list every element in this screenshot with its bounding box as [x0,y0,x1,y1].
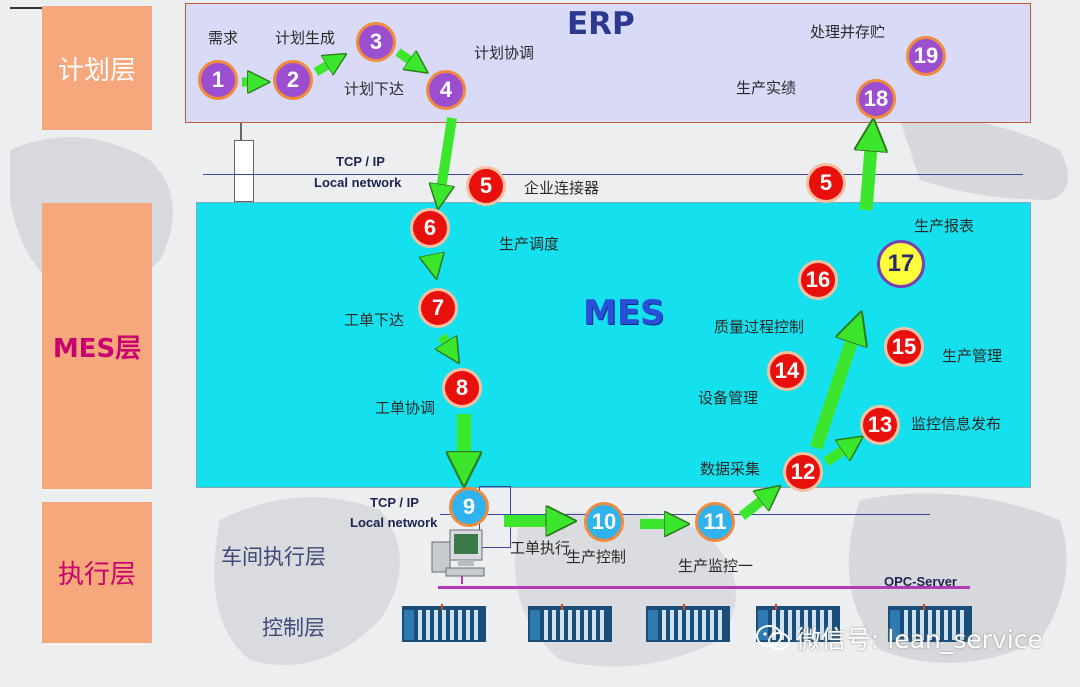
plc-rack-icon-2 [528,604,612,642]
step-node-3: 3 [356,22,396,62]
label-production-actual: 生产实绩 [736,79,797,97]
step-node-2: 2 [273,60,313,100]
label-monitor-publish: 监控信息发布 [911,415,1002,433]
step-node-1: 1 [198,60,238,100]
layer-label-plan: 计划层 [42,6,152,130]
step-node-19: 19 [906,36,946,76]
erp-connector-box [234,140,254,202]
label-work-order-dispatch: 工单下达 [344,311,405,329]
label-production-management: 生产管理 [942,347,1003,365]
watermark-text: 微信号: lean_service [796,625,1043,654]
erp-connector-post [240,123,242,143]
step-node-8: 8 [442,368,482,408]
plc-rack-icon-5 [888,604,972,642]
step-node-9: 9 [449,487,489,527]
label-plan-dispatch: 计划下达 [344,80,405,98]
plc-rack-icon-1 [402,604,486,642]
label-enterprise-connector: 企业连接器 [524,179,600,197]
step-node-6: 6 [410,208,450,248]
top-network-line [203,174,1023,175]
label-plan-coordinate: 计划协调 [474,44,535,62]
step-node-12: 12 [783,452,823,492]
step-node-7: 7 [418,288,458,328]
step-node-16: 16 [798,260,838,300]
step-node-13: 13 [860,405,900,445]
top-network-name: Local network [314,175,402,190]
bottom-network-protocol: TCP / IP [370,495,419,510]
label-process-store: 处理并存贮 [810,23,886,41]
label-control-layer: 控制层 [262,616,325,640]
label-data-collection: 数据采集 [700,460,761,478]
step-node-10: 10 [584,502,624,542]
label-production-report: 生产报表 [914,217,975,235]
erp-title: ERP [567,6,635,42]
step-node-5-left: 5 [466,166,506,206]
label-production-scheduling: 生产调度 [499,235,560,253]
bottom-network-name: Local network [350,515,438,530]
mes-title: MES [583,293,665,333]
workstation-computer-icon [431,529,485,584]
label-quality-control: 质量过程控制 [714,318,805,336]
label-plan-generate: 计划生成 [275,29,336,47]
layer-label-mes: MES层 [42,203,152,489]
wechat-icon [756,625,790,650]
bottom-network-line [440,514,930,515]
step-node-15: 15 [884,327,924,367]
step-node-18: 18 [856,79,896,119]
step-node-14: 14 [767,351,807,391]
label-equipment-management: 设备管理 [698,389,759,407]
plc-rack-icon-3 [646,604,730,642]
label-demand: 需求 [208,29,239,47]
label-work-order-coordinate: 工单协调 [375,399,436,417]
opc-bus-line [438,586,970,589]
label-production-control: 生产控制 [566,548,627,566]
label-work-order-execute: 工单执行 [510,539,571,557]
wechat-watermark: 微信号: lean_service [756,620,1043,656]
label-workshop-layer: 车间执行层 [221,545,326,569]
label-opc-server: OPC-Server [884,574,957,589]
layer-label-exec: 执行层 [42,502,152,643]
label-production-monitor: 生产监控一 [678,557,754,575]
step-node-4: 4 [426,70,466,110]
top-network-protocol: TCP / IP [336,154,385,169]
step-node-17: 17 [877,240,925,288]
step-node-11: 11 [695,502,735,542]
step-node-5-right: 5 [806,163,846,203]
